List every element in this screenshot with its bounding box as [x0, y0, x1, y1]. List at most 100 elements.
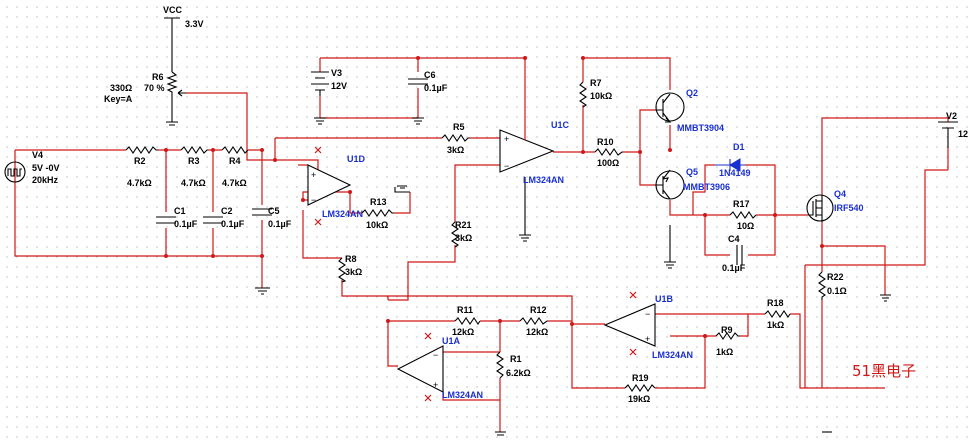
capacitor-c1[interactable]: C1 0.1µF — [156, 206, 198, 229]
capacitor-c4[interactable]: C4 0.1µF — [722, 234, 746, 273]
v2-value: 12 — [958, 129, 968, 139]
u1a-part: LM324AN — [442, 390, 483, 400]
r19-value: 19kΩ — [628, 394, 650, 404]
resistor-r2[interactable]: R2 4.7kΩ — [125, 146, 158, 188]
resistor-r9[interactable]: R9 1kΩ — [715, 325, 740, 357]
capacitor-c6[interactable]: C6 0.1µF — [408, 70, 448, 93]
signal-source-v4[interactable]: V4 5V -0V 20kHz — [4, 150, 60, 185]
r13-value: 10kΩ — [366, 220, 388, 230]
potentiometer-r6[interactable]: R6 330Ω 70 % Key=A — [104, 71, 186, 115]
v4-line2: 20kHz — [32, 175, 59, 185]
resistor-r11[interactable]: R11 12kΩ — [452, 305, 481, 337]
c6-value: 0.1µF — [424, 83, 448, 93]
resistor-r5[interactable]: R5 3kΩ — [441, 122, 470, 155]
resistor-r7[interactable]: R7 10kΩ — [579, 78, 612, 108]
opamp-u1d[interactable]: + − U1D LM324AN — [307, 146, 366, 226]
resistor-r19[interactable]: R19 19kΩ — [624, 373, 656, 404]
resistor-r21[interactable]: R21 3kΩ — [451, 220, 472, 248]
u1b-ref: U1B — [655, 294, 674, 304]
ground-symbols — [166, 115, 891, 436]
battery-v3[interactable]: V3 12V — [311, 68, 347, 96]
transistor-q5[interactable]: Q5 MMBT3906 — [655, 167, 730, 200]
resistor-r12[interactable]: R12 12kΩ — [519, 305, 548, 337]
v3-value: 12V — [331, 81, 347, 91]
capacitor-c2[interactable]: C2 0.1µF — [203, 206, 245, 229]
d1-part: 1N4149 — [719, 168, 751, 178]
v3-ref: V3 — [331, 68, 342, 78]
q5-ref: Q5 — [686, 167, 698, 177]
r18-value: 1kΩ — [767, 320, 784, 330]
v4-ref: V4 — [32, 150, 43, 160]
r5-ref: R5 — [453, 122, 465, 132]
r10-ref: R10 — [597, 137, 614, 147]
resistor-r18[interactable]: R18 1kΩ — [764, 298, 791, 330]
r7-ref: R7 — [590, 78, 602, 88]
r18-ref: R18 — [767, 298, 784, 308]
c1-ref: C1 — [174, 206, 186, 216]
q2-ref: Q2 — [686, 88, 698, 98]
r11-ref: R11 — [457, 305, 473, 315]
r13-ref: R13 — [370, 197, 387, 207]
r11-value: 12kΩ — [452, 327, 474, 337]
r4-ref: R4 — [229, 156, 241, 166]
resistor-r13[interactable]: R13 10kΩ — [361, 197, 394, 230]
r1-value: 6.2kΩ — [506, 368, 531, 378]
resistor-r10[interactable]: R10 100Ω — [594, 137, 623, 168]
resistor-r22[interactable]: R22 0.1Ω — [818, 271, 847, 300]
resistor-r17[interactable]: R17 10Ω — [729, 199, 757, 231]
c2-ref: C2 — [221, 206, 233, 216]
r8-ref: R8 — [345, 254, 357, 264]
svg-text:−: − — [645, 309, 650, 319]
r3-value: 4.7kΩ — [181, 178, 206, 188]
diode-d1[interactable]: D1 1N4149 — [715, 142, 751, 178]
wires — [14, 57, 949, 432]
resistor-r4[interactable]: R4 4.7kΩ — [221, 146, 249, 188]
u1d-ref: U1D — [347, 154, 366, 164]
svg-text:+: + — [311, 170, 316, 180]
svg-text:+: + — [433, 380, 438, 390]
svg-text:+: + — [504, 134, 509, 144]
resistor-r3[interactable]: R3 4.7kΩ — [180, 146, 208, 188]
c4-ref: C4 — [728, 234, 740, 244]
vcc-value: 3.3V — [185, 19, 204, 29]
r7-value: 10kΩ — [590, 91, 612, 101]
r3-ref: R3 — [188, 156, 200, 166]
r2-value: 4.7kΩ — [127, 178, 152, 188]
d1-ref: D1 — [733, 142, 745, 152]
c2-value: 0.1µF — [221, 219, 245, 229]
resistor-r1[interactable]: R1 6.2kΩ — [496, 351, 531, 379]
r6-value: 330Ω — [110, 83, 132, 93]
r19-ref: R19 — [632, 373, 649, 383]
u1c-ref: U1C — [551, 120, 570, 130]
vcc-source[interactable]: VCC 3.3V — [163, 5, 204, 72]
q4-ref: Q4 — [834, 189, 846, 199]
transistor-q2[interactable]: Q2 MMBT3904 — [655, 88, 724, 133]
opamp-u1c[interactable]: + − U1C LM324AN — [499, 120, 570, 185]
r9-value: 1kΩ — [716, 347, 733, 357]
opamp-u1a[interactable]: − + U1A LM324AN — [396, 332, 483, 402]
svg-text:+: + — [645, 334, 650, 344]
svg-text:−: − — [311, 195, 316, 205]
u1a-ref: U1A — [442, 336, 461, 346]
battery-v2[interactable]: V2 12 — [938, 111, 968, 148]
r6-wiper: 70 % — [144, 83, 165, 93]
capacitor-c5[interactable]: C5 0.1µF — [252, 206, 292, 229]
u1c-part: LM324AN — [523, 175, 564, 185]
c6-ref: C6 — [424, 70, 436, 80]
mosfet-q4[interactable]: Q4 IRF540 — [806, 189, 864, 222]
svg-text:−: − — [433, 350, 438, 360]
c4-value: 0.1µF — [722, 263, 746, 273]
u1b-part: LM324AN — [652, 350, 693, 360]
u1d-part: LM324AN — [322, 209, 363, 219]
c1-value: 0.1µF — [174, 219, 198, 229]
r17-ref: R17 — [733, 199, 750, 209]
r21-ref: R21 — [455, 220, 472, 230]
junction-dots — [164, 56, 824, 338]
r2-ref: R2 — [134, 156, 146, 166]
opamp-u1b[interactable]: − + U1B LM324AN — [603, 291, 693, 360]
resistor-r8[interactable]: R8 3kΩ — [338, 254, 362, 283]
c5-ref: C5 — [268, 206, 280, 216]
r22-ref: R22 — [827, 272, 844, 282]
